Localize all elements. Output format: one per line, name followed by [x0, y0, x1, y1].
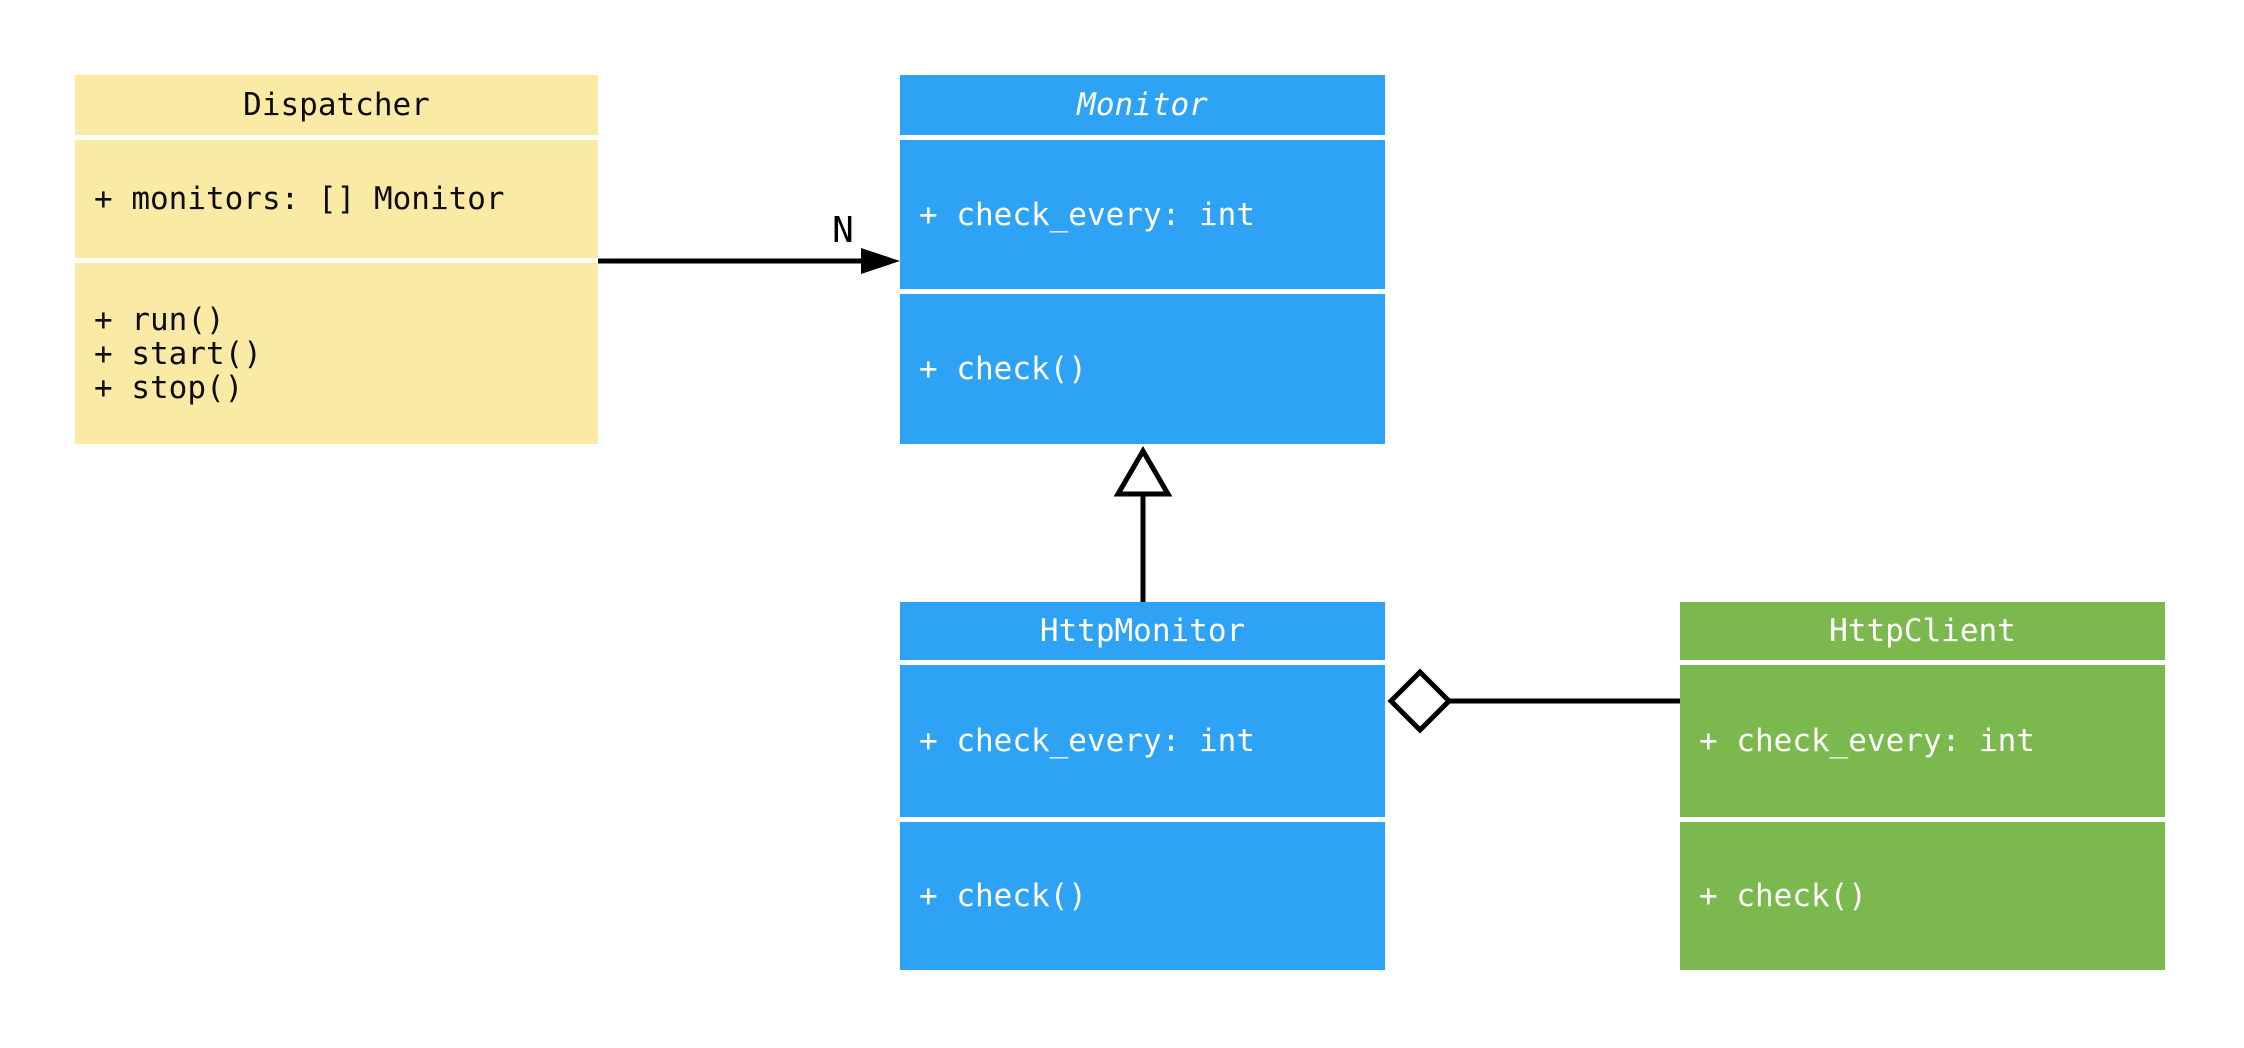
class-attributes-section: + check_every: int	[1680, 665, 2165, 817]
method-line: + start()	[94, 335, 262, 372]
class-attributes-section: + check_every: int	[900, 140, 1385, 289]
class-httpclient: HttpClient + check_every: int + check()	[1680, 602, 2165, 970]
class-title: HttpMonitor	[1039, 613, 1246, 649]
attribute-line: + check_every: int	[919, 723, 1255, 759]
method-line: + check()	[919, 351, 1087, 387]
class-title: Monitor	[1077, 87, 1208, 123]
class-methods-section: + run() + start() + stop()	[75, 263, 598, 444]
inheritance-httpmonitor-monitor	[1113, 446, 1173, 602]
method-line: + check()	[919, 878, 1087, 914]
class-attributes-section: + monitors: [] Monitor	[75, 140, 598, 258]
multiplicity-label: N	[832, 210, 854, 251]
class-methods-section: + check()	[900, 822, 1385, 970]
aggregation-httpmonitor-httpclient	[1387, 668, 1680, 734]
association-dispatcher-monitor: N	[598, 210, 900, 274]
class-attributes-section: + check_every: int	[900, 665, 1385, 817]
class-methods-section: + check()	[1680, 822, 2165, 970]
class-httpmonitor: HttpMonitor + check_every: int + check()	[900, 602, 1385, 970]
method-line: + run()	[94, 301, 225, 338]
attribute-line: + monitors: [] Monitor	[94, 181, 505, 217]
method-line: + check()	[1699, 878, 1867, 914]
class-methods-section: + check()	[900, 294, 1385, 444]
class-dispatcher: Dispatcher + monitors: [] Monitor + run(…	[75, 75, 598, 444]
arrowhead-icon	[861, 248, 900, 274]
attribute-line: + check_every: int	[1699, 723, 2035, 759]
aggregation-diamond-icon	[1387, 668, 1453, 734]
method-line: + stop()	[94, 369, 244, 406]
inheritance-triangle-icon	[1113, 446, 1173, 497]
attribute-line: + check_every: int	[919, 196, 1255, 233]
class-monitor: Monitor + check_every: int + check()	[900, 75, 1385, 444]
class-title: HttpClient	[1829, 613, 2016, 649]
class-title: Dispatcher	[243, 87, 430, 123]
